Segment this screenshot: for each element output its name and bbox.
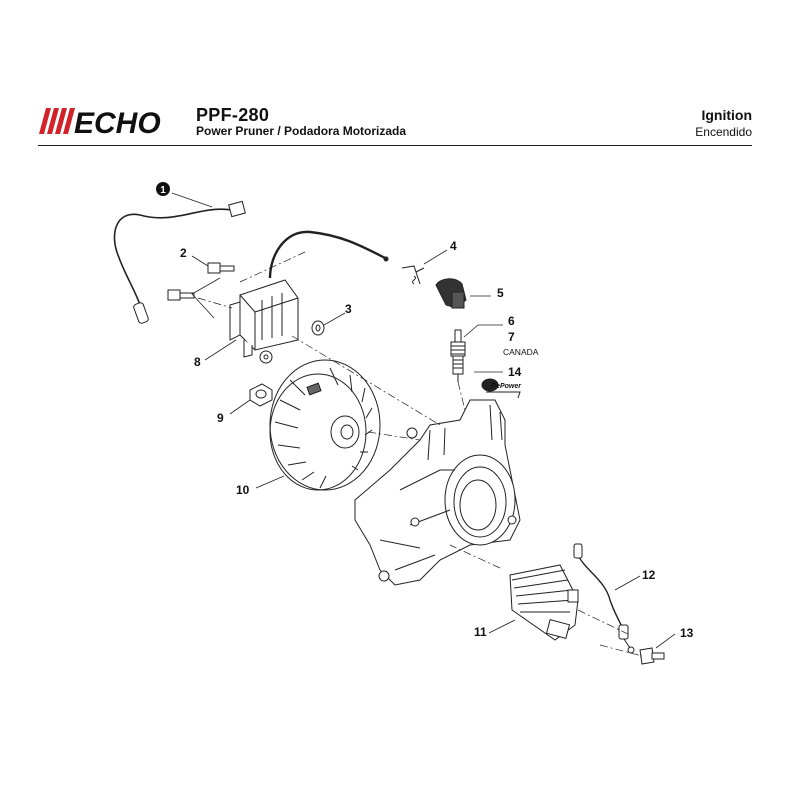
part-12-wire	[573, 543, 635, 654]
callout-7: 7	[508, 330, 515, 344]
product-subtitle: Power Pruner / Podadora Motorizada	[196, 124, 407, 138]
leader-lines	[171, 192, 676, 649]
section-subtitle: Encendido	[695, 125, 752, 139]
part-9-nut	[249, 383, 273, 407]
callout-5: 5	[497, 286, 504, 300]
callout-11: 11	[474, 625, 487, 639]
part-6-spark-plug	[450, 329, 466, 382]
logo-wordmark: ECHO	[74, 107, 161, 136]
callout-3: 3	[345, 302, 352, 316]
assembly-axes	[197, 251, 643, 657]
part-8-ignition-coil	[229, 230, 389, 358]
repower-label: RePower	[491, 383, 522, 390]
part-2-screws	[167, 262, 235, 301]
callout-1: 1	[160, 185, 166, 196]
repower-logo	[481, 378, 521, 399]
echo-logo: ECHO	[39, 107, 161, 136]
callout-4: 4	[450, 239, 457, 253]
part-3-washer	[259, 320, 325, 364]
callout-8: 8	[194, 355, 201, 369]
part-13-screw	[639, 647, 665, 665]
callout-12: 12	[642, 568, 656, 582]
crankcase	[354, 399, 521, 586]
callout-9: 9	[217, 411, 224, 425]
part-5-plug-boot	[435, 278, 467, 309]
part-4-spring	[401, 265, 425, 285]
callout-14: 14	[508, 365, 522, 379]
callout-6: 6	[508, 314, 515, 328]
part-11-module	[509, 564, 579, 641]
callout-10: 10	[236, 483, 250, 497]
model-number: PPF-280	[196, 105, 270, 125]
callout-1-marker	[156, 182, 170, 196]
callout-2: 2	[180, 246, 187, 260]
page-header: ECHO PPF-280 Power Pruner / Podadora Mot…	[0, 0, 800, 150]
section-title: Ignition	[701, 107, 752, 123]
callout-13: 13	[680, 626, 694, 640]
part-10-flywheel	[269, 359, 381, 491]
part-1-stop-wire	[113, 200, 246, 324]
canada-note: CANADA	[503, 347, 539, 357]
header-rule	[38, 145, 752, 146]
logo-stripes	[39, 108, 75, 134]
